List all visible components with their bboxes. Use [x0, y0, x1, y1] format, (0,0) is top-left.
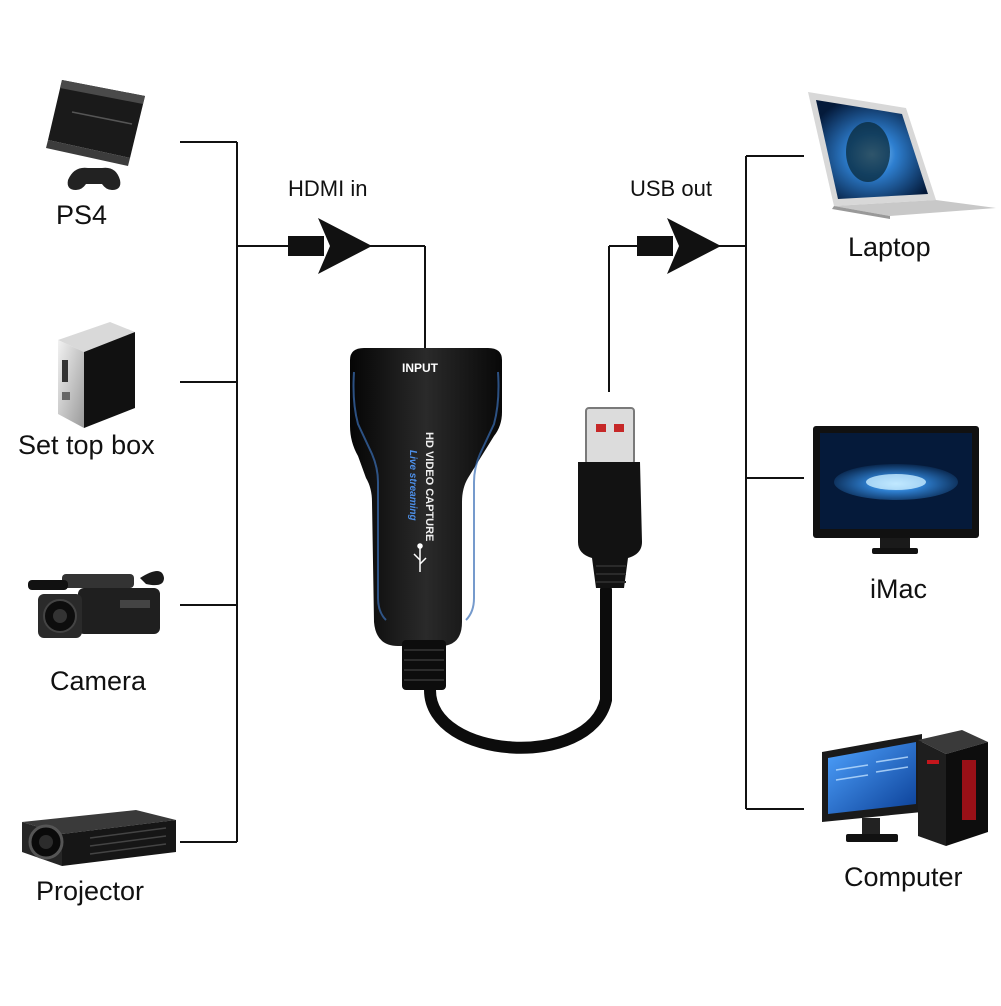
usb-out-arrow: [637, 218, 721, 274]
device-port-label: INPUT: [402, 361, 439, 375]
ps4-console-icon: [46, 80, 145, 190]
desktop-computer-icon: [822, 730, 988, 846]
hd-video-capture-device: INPUT HD VIDEO CAPTURE Live streaming: [350, 348, 502, 690]
right-connector-lines: [608, 155, 804, 810]
hdmi-in-arrow: [288, 218, 372, 274]
device-product-tagline: Live streaming: [407, 450, 418, 521]
usb-a-plug: [578, 407, 642, 588]
set-top-box-icon: [58, 322, 135, 428]
usb-symbol-icon: [413, 543, 427, 572]
hdmi-in-label: HDMI in: [288, 176, 368, 201]
usb-cable: [424, 584, 612, 754]
imac-icon: [813, 426, 979, 554]
laptop-icon: [808, 92, 996, 219]
device-product-name: HD VIDEO CAPTURE: [423, 432, 435, 541]
video-camera-icon: [28, 571, 164, 638]
source-label-set-top-box: Set top box: [18, 430, 155, 460]
projector-icon: [22, 810, 176, 866]
target-label-imac: iMac: [870, 574, 928, 604]
source-label-camera: Camera: [50, 666, 147, 696]
source-label-projector: Projector: [36, 876, 145, 906]
source-label-ps4: PS4: [56, 200, 108, 230]
target-label-laptop: Laptop: [848, 232, 931, 262]
left-connector-lines: [180, 141, 426, 843]
usb-out-label: USB out: [630, 176, 712, 201]
target-label-computer: Computer: [844, 862, 963, 892]
